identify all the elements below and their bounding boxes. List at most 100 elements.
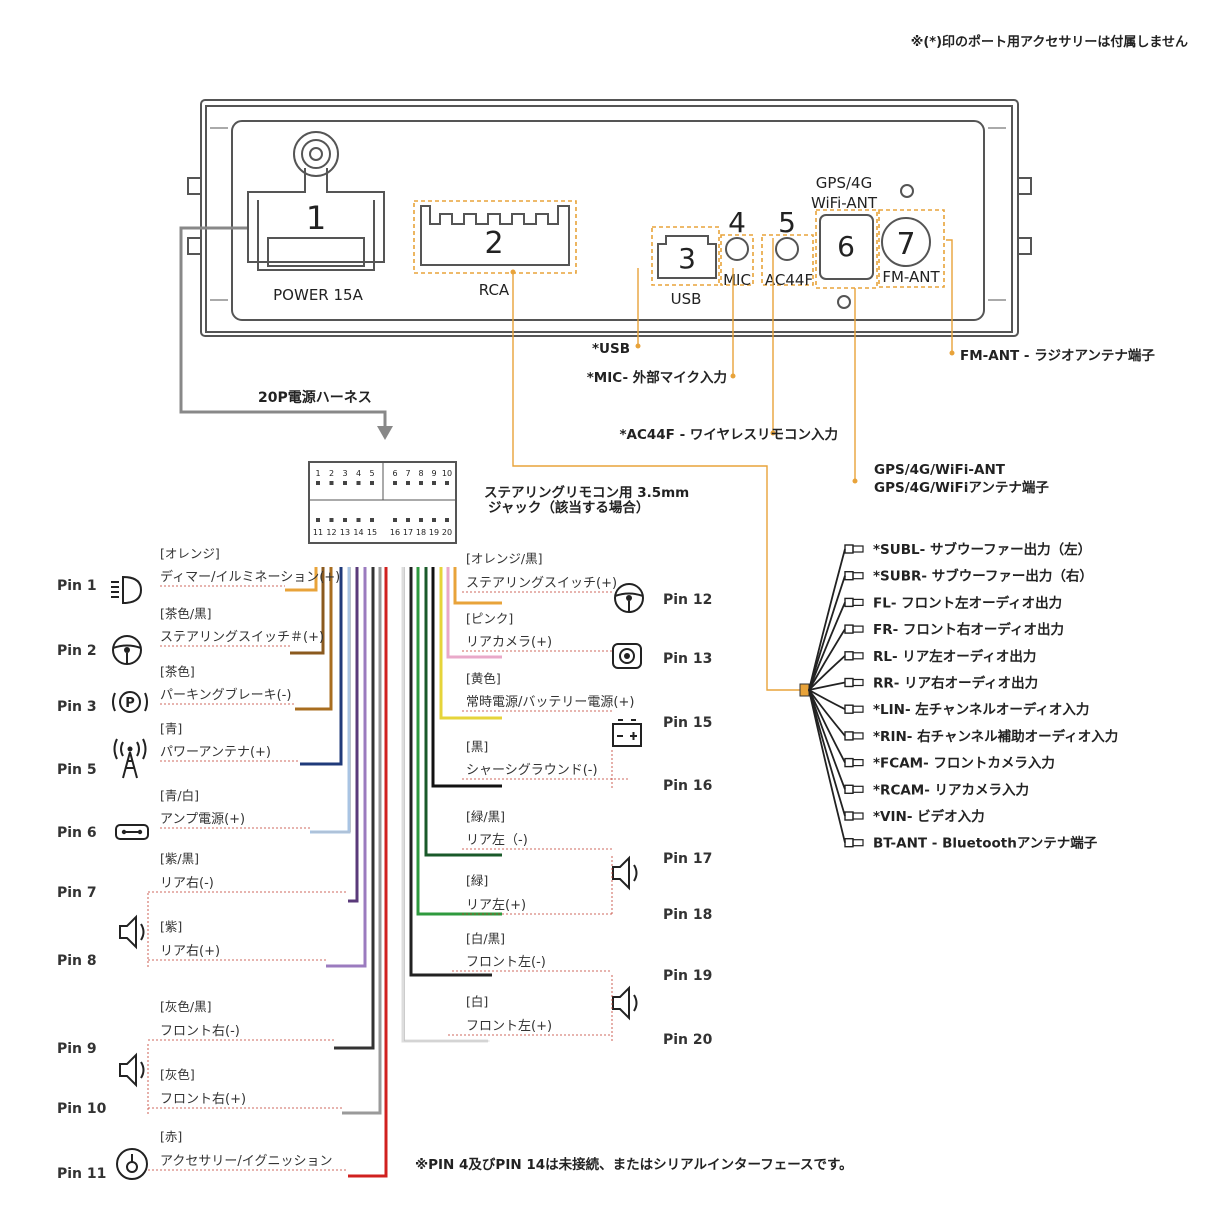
wire — [446, 567, 502, 659]
svg-text:P: P — [125, 696, 135, 711]
pin-number: Pin 8 — [57, 953, 97, 969]
wire-color-name: [茶色/黒] — [160, 606, 211, 621]
pin-function-label: シャーシグラウンド(-) — [466, 763, 598, 778]
wire-color-name: [赤] — [160, 1129, 182, 1144]
pin-number: Pin 19 — [663, 968, 712, 984]
wire — [342, 567, 382, 1115]
port-7-number: 7 — [896, 227, 915, 262]
accessory-note: ※(*)印のポート用アクセサリーは付属しません — [911, 34, 1188, 50]
wire-color-name: [灰色] — [160, 1067, 195, 1082]
wire — [409, 567, 492, 977]
wire — [424, 567, 502, 857]
rca-output-list: *SUBL- サブウーファー出力（左）*SUBR- サブウーファー出力（右）FL… — [799, 541, 1118, 852]
harness-wires — [285, 567, 502, 1178]
right-pin-row: [ピンク]リアカメラ(+)Pin 13 — [462, 611, 712, 669]
rca-cable — [808, 548, 846, 691]
connector-pin-number: 19 — [429, 528, 439, 537]
right-pin-list: [オレンジ/黒]ステアリングスイッチ(+)Pin 12[ピンク]リアカメラ(+)… — [448, 551, 713, 1048]
steering-wheel-icon — [614, 583, 644, 613]
rca-plug-body — [852, 598, 864, 607]
connector-pin-hole — [356, 518, 361, 522]
wire — [334, 567, 375, 1050]
port-6-label-line2: WiFi-ANT — [811, 194, 878, 212]
port-2-label: RCA — [479, 281, 510, 299]
rca-output-label: *RCAM- リアカメラ入力 — [873, 781, 1029, 798]
pin-number: Pin 16 — [663, 778, 712, 794]
wire-color-name: [ピンク] — [466, 611, 513, 626]
wire-outline — [404, 567, 490, 1042]
port-6-label-line1: GPS/4G — [816, 174, 872, 192]
wire — [295, 567, 333, 711]
rca-plug-body — [852, 732, 864, 740]
rca-output-label: RR- リア右オーディオ出力 — [873, 675, 1038, 692]
connector-pin-number: 13 — [340, 528, 350, 537]
wire-color-name: [白/黒] — [466, 931, 505, 946]
rca-plug-body — [852, 758, 864, 767]
pin-function-label: リア左（-) — [466, 833, 528, 848]
rca-cable — [808, 655, 846, 691]
connector-pin-number: 7 — [405, 469, 410, 478]
amplifier-icon — [115, 824, 149, 840]
port-1-power: 1 POWER 15A — [247, 131, 385, 304]
wire-color-name: [オレンジ/黒] — [466, 551, 542, 566]
rca-cable — [808, 681, 846, 691]
port-7-fm-ant: 7 FM-ANT — [878, 209, 945, 288]
pin-function-label: パーキングブレーキ(-) — [160, 687, 291, 703]
connector-pin-number: 9 — [431, 469, 436, 478]
rca-plug-body — [852, 812, 864, 820]
wire-color-name: [白] — [466, 994, 488, 1009]
rca-plug-body — [852, 705, 864, 713]
connector-pin-number: 16 — [390, 528, 400, 537]
rca-jack-icon — [844, 838, 854, 848]
connector-pin-number: 3 — [342, 469, 347, 478]
connector-pin-number: 20 — [442, 528, 452, 537]
connector-pin-hole — [419, 481, 423, 485]
speaker-icon — [119, 914, 145, 950]
connector-pin-number: 1 — [315, 469, 320, 478]
rca-cable — [808, 602, 846, 691]
wire — [431, 567, 502, 788]
pin-function-label: リア右(-) — [160, 876, 214, 891]
pin-number: Pin 18 — [663, 907, 712, 923]
pin-function-label: リアカメラ(+) — [466, 635, 552, 650]
rca-jack-icon — [844, 624, 854, 634]
port-6-number: 6 — [837, 230, 855, 263]
pin-function-label: 常時電源/バッテリー電源(+) — [466, 695, 634, 710]
pin-number: Pin 2 — [57, 643, 97, 659]
jack-label-line2: ジャック（該当する場合） — [488, 499, 649, 516]
rca-cable — [808, 689, 846, 790]
port-4-mic: 4 MIC — [720, 206, 754, 289]
pin-number: Pin 10 — [57, 1101, 107, 1117]
rca-jack-icon — [844, 677, 854, 688]
port-5-label: AC44F — [765, 271, 813, 289]
rca-jack-icon — [844, 811, 854, 821]
pin-function-label: アクセサリー/イグニッション — [160, 1154, 332, 1169]
rca-output-row: RR- リア右オーディオ出力 — [808, 675, 1038, 692]
left-pin-row: [紫]リア右(+)Pin 8 — [57, 914, 326, 969]
right-pin-row: [黄色]常時電源/バッテリー電源(+)Pin 15 — [462, 671, 712, 747]
connector-pin-hole — [432, 481, 436, 485]
wire-color-name: [紫/黒] — [160, 851, 199, 866]
callout-gps-line1: GPS/4G/WiFi-ANT — [874, 462, 1006, 478]
right-pin-row: [緑/黒]リア左（-)Pin 17 — [462, 809, 712, 867]
rca-cable — [808, 689, 846, 843]
port-1-number: 1 — [306, 199, 326, 237]
rca-jack-icon — [844, 757, 854, 768]
antenna-icon — [113, 738, 147, 779]
wire — [300, 567, 343, 766]
connector-pin-hole — [316, 518, 320, 522]
wire-color-name: [黄色] — [466, 671, 501, 686]
steering-wheel-icon — [112, 635, 142, 665]
port-2-rca: 2 RCA — [413, 200, 577, 299]
connector-pin-hole — [393, 518, 397, 522]
callout-leaders — [510, 238, 955, 691]
rca-cable — [808, 689, 846, 737]
connector-pin-hole — [343, 518, 347, 522]
wire-color-name: [茶色] — [160, 664, 195, 679]
rca-output-label: *LIN- 左チャンネルオーディオ入力 — [873, 701, 1089, 718]
connector-pin-number: 5 — [369, 469, 374, 478]
rca-jack-icon — [844, 731, 854, 741]
parking-brake-icon: P — [112, 691, 148, 713]
